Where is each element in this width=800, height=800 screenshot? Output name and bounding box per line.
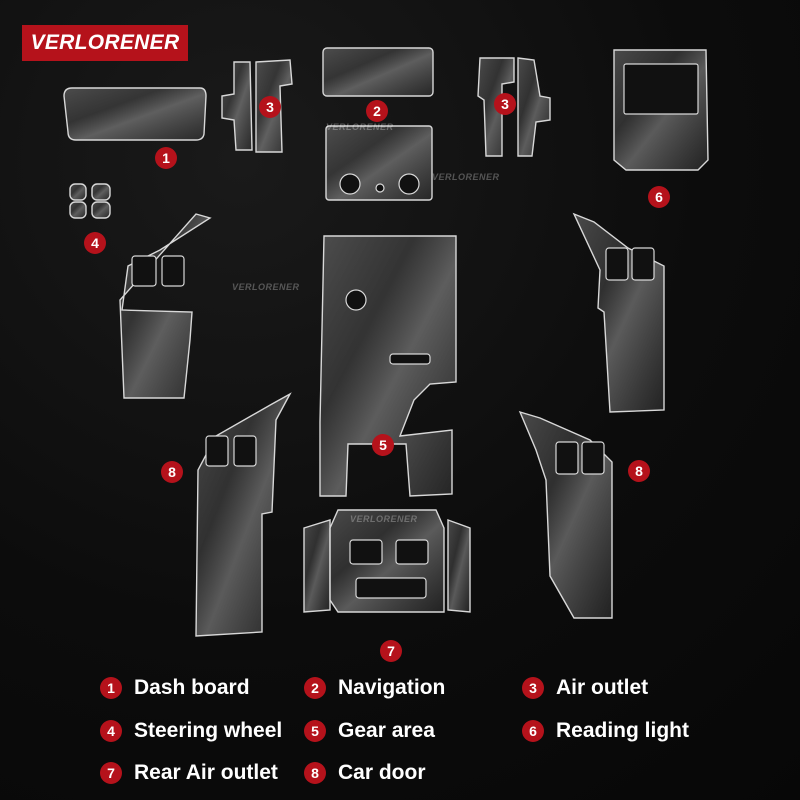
watermark: VERLORENER (232, 282, 300, 292)
part-marker-1: 1 (155, 147, 177, 169)
part-marker-7: 7 (380, 640, 402, 662)
legend-number: 8 (304, 762, 326, 784)
legend-label: Rear Air outlet (134, 761, 278, 784)
navigation-film-top (322, 47, 434, 97)
legend-item-rear-air-outlet: 7 Rear Air outlet (100, 761, 278, 785)
part-marker-2: 2 (366, 100, 388, 122)
legend-label: Gear area (338, 719, 435, 742)
legend-label: Reading light (556, 719, 689, 742)
dashboard-film (63, 87, 207, 141)
legend-item-car-door: 8 Car door (304, 761, 426, 785)
car-door-film-left-top (119, 213, 212, 399)
legend-item-navigation: 2 Navigation (304, 676, 445, 700)
legend-item-gear-area: 5 Gear area (304, 719, 435, 743)
legend-number: 7 (100, 762, 122, 784)
watermark: VERLORENER (350, 514, 418, 524)
legend-item-steering-wheel: 4 Steering wheel (100, 719, 282, 743)
legend-number: 1 (100, 677, 122, 699)
rear-air-outlet-film (303, 519, 331, 613)
part-marker-8: 8 (161, 461, 183, 483)
part-marker-4: 4 (84, 232, 106, 254)
legend-item-dash-board: 1 Dash board (100, 676, 250, 700)
part-marker-8: 8 (628, 460, 650, 482)
legend-item-reading-light: 6 Reading light (522, 719, 689, 743)
air-outlet-film-left (221, 61, 253, 151)
part-marker-3: 3 (494, 93, 516, 115)
legend-label: Dash board (134, 676, 250, 699)
legend-item-air-outlet: 3 Air outlet (522, 676, 648, 700)
legend-label: Navigation (338, 676, 446, 699)
legend-number: 6 (522, 720, 544, 742)
legend-number: 3 (522, 677, 544, 699)
legend-label: Air outlet (556, 676, 649, 699)
legend-number: 5 (304, 720, 326, 742)
brand-logo: VERLORENER (22, 25, 188, 61)
part-marker-3: 3 (259, 96, 281, 118)
legend-number: 2 (304, 677, 326, 699)
legend-number: 4 (100, 720, 122, 742)
steering-wheel-film (69, 183, 111, 219)
car-door-film-left-bottom (195, 392, 292, 637)
gear-area-film (319, 235, 457, 497)
part-marker-6: 6 (648, 186, 670, 208)
air-outlet-film-right-b (517, 57, 551, 157)
part-marker-5: 5 (372, 434, 394, 456)
watermark: VERLORENER (326, 122, 394, 132)
legend-label: Steering wheel (134, 719, 283, 742)
car-door-film-right-top (572, 212, 665, 413)
watermark: VERLORENER (432, 172, 500, 182)
legend-label: Car door (338, 761, 426, 784)
